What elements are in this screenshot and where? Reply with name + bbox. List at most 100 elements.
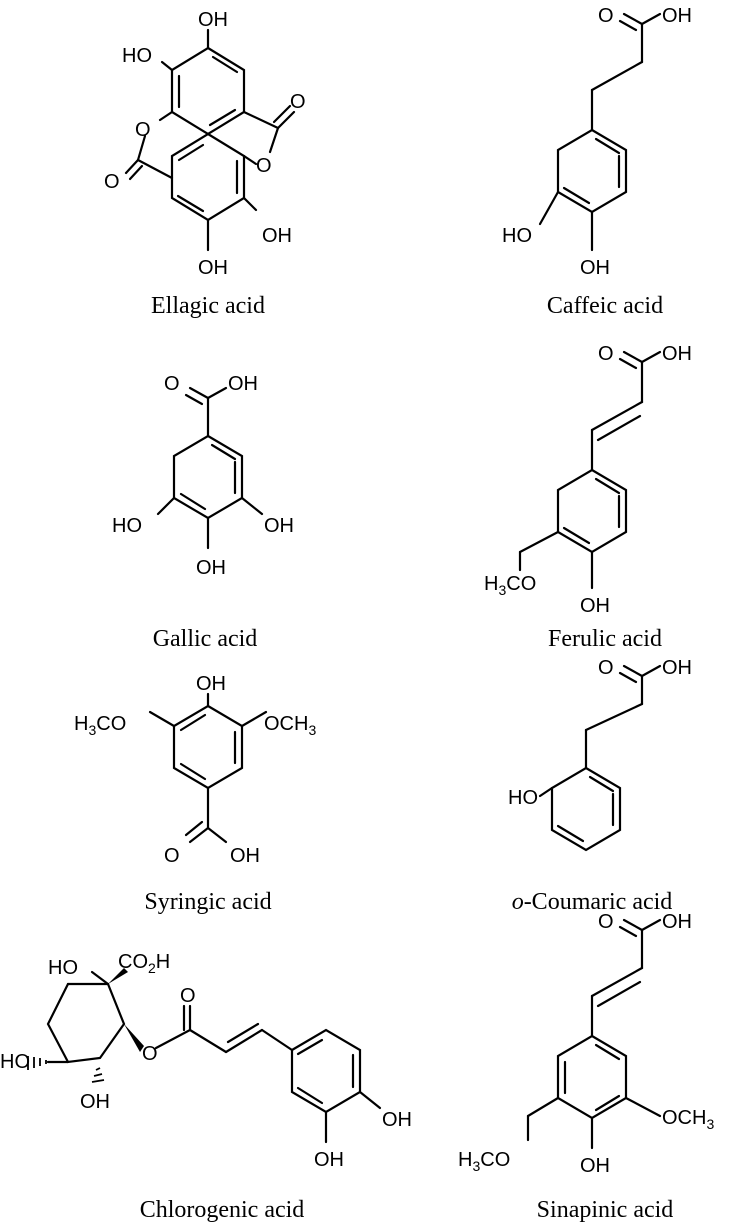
syringic-double-bond — [179, 762, 207, 781]
sinapinic-oh-label: OH — [580, 1155, 610, 1177]
chlorogenic-hashed-bond — [91, 1067, 105, 1083]
sinapinic-ring — [556, 1034, 628, 1120]
gallic-oh-label: OH — [264, 515, 294, 537]
chlorogenic-bond — [224, 1028, 264, 1054]
chlorogenic-bond — [90, 970, 110, 986]
o-coumaric-acid-structure: O OH HO o-Coumaric acid — [508, 657, 692, 915]
sinapinic-double-bond — [594, 1094, 621, 1112]
syringic-carbonyl-oxygen-label: O — [164, 845, 180, 867]
syringic-bond — [188, 826, 210, 844]
ellagic-bond — [160, 60, 174, 72]
ellagic-bond — [242, 154, 258, 166]
ellagic-ho-label: HO — [122, 45, 152, 67]
chlorogenic-oh-label: OH — [314, 1149, 344, 1171]
caffeic-bond — [538, 190, 560, 226]
coumaric-bond — [618, 671, 638, 684]
syringic-ring — [172, 704, 244, 790]
ferulic-oh-label: OH — [662, 343, 692, 365]
syringic-acid-caption: Syringic acid — [144, 889, 271, 915]
ferulic-bond — [590, 400, 644, 432]
caffeic-ho-label: HO — [502, 225, 532, 247]
ellagic-acid-structure: OH HO O O O O OH OH Ellagic acid — [104, 9, 306, 319]
chlorogenic-carbonyl-oxygen-label: O — [180, 985, 196, 1007]
ellagic-ring-oxygen-label: O — [256, 155, 272, 177]
chlorogenic-bond — [260, 1028, 294, 1052]
ellagic-double-bond — [177, 143, 205, 162]
coumaric-double-bond — [556, 824, 585, 843]
chlorogenic-acid-caption: Chlorogenic acid — [140, 1197, 305, 1223]
coumaric-bond — [622, 664, 644, 678]
ferulic-acid-structure: O OH H3CO OH Ferulic acid — [484, 343, 692, 652]
gallic-bond — [188, 386, 210, 400]
chlorogenic-carboxyl-label: CO2H — [118, 951, 170, 976]
chlorogenic-oh-label: OH — [382, 1109, 412, 1131]
chlorogenic-double-bond — [296, 1038, 324, 1056]
ellagic-double-bond — [176, 194, 205, 213]
chlorogenic-bond — [154, 1028, 192, 1050]
gallic-acid-caption: Gallic acid — [153, 626, 258, 652]
ellagic-oh-label: OH — [198, 257, 228, 279]
sinapinic-bond — [618, 925, 638, 938]
sinapinic-bond — [624, 1096, 662, 1118]
ferulic-bond — [596, 414, 642, 442]
caffeic-acid-caption: Caffeic acid — [547, 293, 663, 319]
syringic-double-bond — [179, 713, 207, 732]
coumaric-ho-label: HO — [508, 787, 538, 809]
ferulic-carbonyl-oxygen-label: O — [598, 343, 614, 365]
ellagic-double-bond — [211, 55, 239, 74]
caffeic-bond — [590, 60, 644, 92]
ellagic-bond — [242, 110, 280, 130]
syringic-methoxy-label: OCH3 — [264, 713, 316, 738]
sinapinic-double-bond — [594, 1043, 621, 1061]
sinapinic-bond — [640, 918, 662, 932]
chlorogenic-acid-structure: HO CO2H HO OH O O OH OH Chlorogenic acid — [0, 951, 412, 1223]
ellagic-upper-ring — [170, 46, 246, 136]
ellagic-acid-caption: Ellagic acid — [151, 293, 265, 319]
ferulic-oh-label: OH — [580, 595, 610, 617]
ferulic-double-bond — [562, 526, 591, 545]
caffeic-ring — [556, 128, 628, 214]
chlorogenic-bond — [188, 1028, 228, 1054]
gallic-ring — [172, 434, 244, 520]
gallic-oh-label: OH — [196, 557, 226, 579]
ferulic-bond — [622, 350, 644, 364]
ellagic-bond — [128, 164, 144, 181]
gallic-bond — [156, 496, 176, 516]
sinapinic-bond — [596, 980, 642, 1008]
ellagic-bond — [124, 158, 140, 175]
caffeic-bond — [622, 12, 644, 26]
ellagic-lower-ring — [170, 132, 246, 222]
syringic-methoxy-label: H3CO — [74, 713, 126, 738]
ellagic-carbonyl-oxygen-label: O — [290, 91, 306, 113]
chlorogenic-bond — [358, 1090, 382, 1110]
chlorogenic-catechol-ring — [290, 1028, 362, 1114]
coumaric-oh-label: OH — [662, 657, 692, 679]
ferulic-acid-caption: Ferulic acid — [548, 626, 662, 652]
chlorogenic-ho-label: HO — [0, 1051, 30, 1073]
coumaric-ring — [550, 766, 622, 852]
chlorogenic-ho-label: HO — [48, 957, 78, 979]
gallic-double-bond — [179, 492, 207, 511]
ellagic-bond — [268, 126, 280, 154]
syringic-oh-label: OH — [230, 845, 260, 867]
coumaric-double-bond — [588, 775, 615, 793]
chlorogenic-bond — [226, 1022, 260, 1044]
coumaric-carbonyl-oxygen-label: O — [598, 657, 614, 679]
caffeic-oh-label: OH — [662, 5, 692, 27]
gallic-carbonyl-oxygen-label: O — [164, 373, 180, 395]
caffeic-carbonyl-oxygen-label: O — [598, 5, 614, 27]
caffeic-bond — [618, 19, 638, 32]
ellagic-oh-label: OH — [198, 9, 228, 31]
ellagic-bond — [276, 110, 296, 130]
ellagic-bond — [158, 110, 174, 122]
gallic-acid-structure: O OH HO OH OH Gallic acid — [112, 373, 294, 652]
ellagic-bond — [272, 104, 292, 124]
syringic-acid-structure: OH H3CO OCH3 O OH Syringic acid — [74, 673, 316, 915]
sinapinic-bond — [526, 1096, 560, 1118]
caffeic-bond — [640, 12, 662, 26]
gallic-bond — [206, 386, 228, 400]
ferulic-bond — [640, 350, 662, 364]
ellagic-bond — [242, 196, 258, 212]
ellagic-bond — [136, 134, 147, 162]
